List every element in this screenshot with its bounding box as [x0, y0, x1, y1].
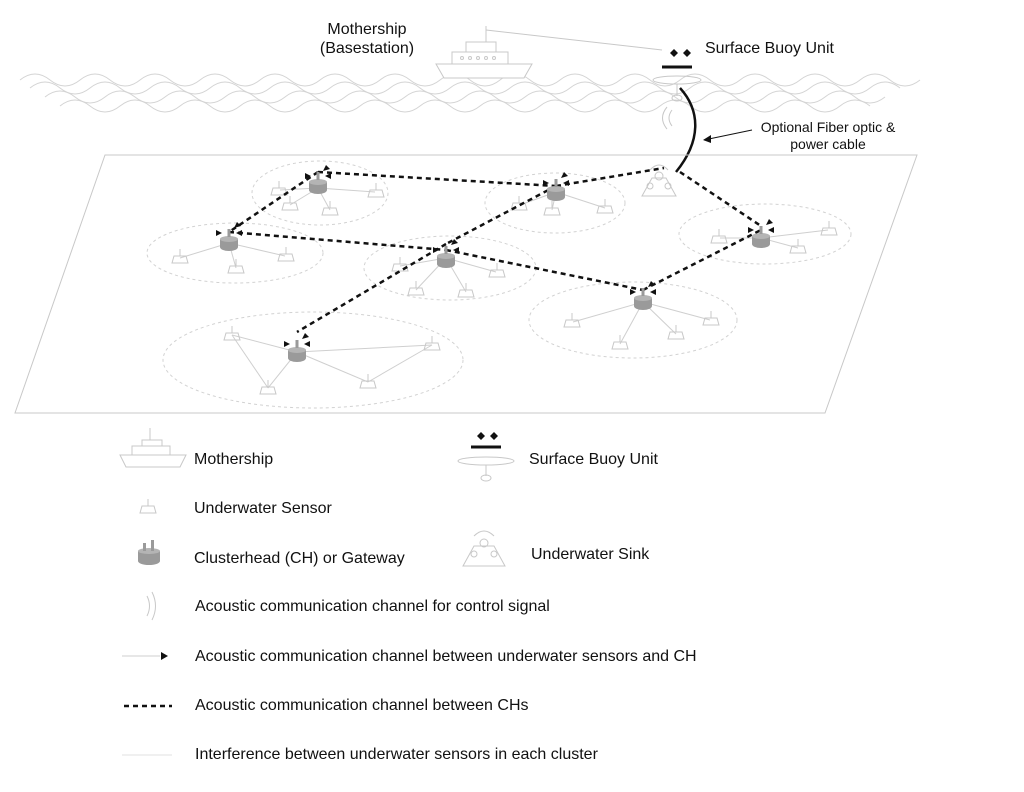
legend-acoustic-control-label: Acoustic communication channel for contr… [195, 598, 550, 615]
clusterheads [214, 163, 776, 364]
legend-underwater-sensor-label: Underwater Sensor [194, 500, 332, 517]
mothership-label: Mothership (Basestation) [305, 20, 429, 58]
legend-control-signal-icon [146, 591, 156, 621]
mothership-label-line1: Mothership [327, 21, 407, 38]
seabed-plane [14, 154, 918, 414]
control-signal-arcs [662, 106, 673, 130]
fiber-cable-label-line2: power cable [790, 136, 866, 152]
fiber-cable-label-line1: Optional Fiber optic & [760, 119, 896, 135]
legend-clusterhead-icon [138, 540, 160, 565]
legend-acoustic-sensor-ch-label: Acoustic communication channel between u… [195, 648, 697, 665]
legend-clusterhead-label: Clusterhead (CH) or Gateway [194, 550, 405, 567]
legend-mothership-icon [119, 428, 187, 468]
legend-underwater-sensor-icon [139, 498, 157, 514]
legend-mothership-label: Mothership [194, 451, 274, 468]
fiber-cable-label: Optional Fiber optic & power cable [746, 119, 910, 153]
cluster-boundaries [146, 160, 852, 409]
ch-ch-links [228, 166, 762, 334]
mothership-label-line2: (Basestation) [319, 40, 415, 57]
mothership-icon [435, 26, 663, 79]
legend-surface-buoy-label: Surface Buoy Unit [529, 451, 658, 468]
legend-underwater-sink-icon [462, 530, 506, 567]
legend-interference-label: Interference between underwater sensors … [195, 746, 598, 763]
cable-pointer [703, 129, 753, 141]
underwater-sink-icon [641, 164, 677, 197]
sensor-ch-links [179, 187, 829, 389]
sea-waves [19, 73, 921, 113]
legend-surface-buoy-icon [457, 432, 515, 482]
surface-buoy-icon [652, 49, 702, 102]
fiber-optic-cable [675, 87, 697, 173]
legend-sensor-ch-link-icon [122, 652, 168, 660]
surface-buoy-label: Surface Buoy Unit [705, 40, 834, 57]
legend-acoustic-ch-ch-label: Acoustic communication channel between C… [195, 697, 529, 714]
legend-underwater-sink-label: Underwater Sink [531, 546, 650, 563]
